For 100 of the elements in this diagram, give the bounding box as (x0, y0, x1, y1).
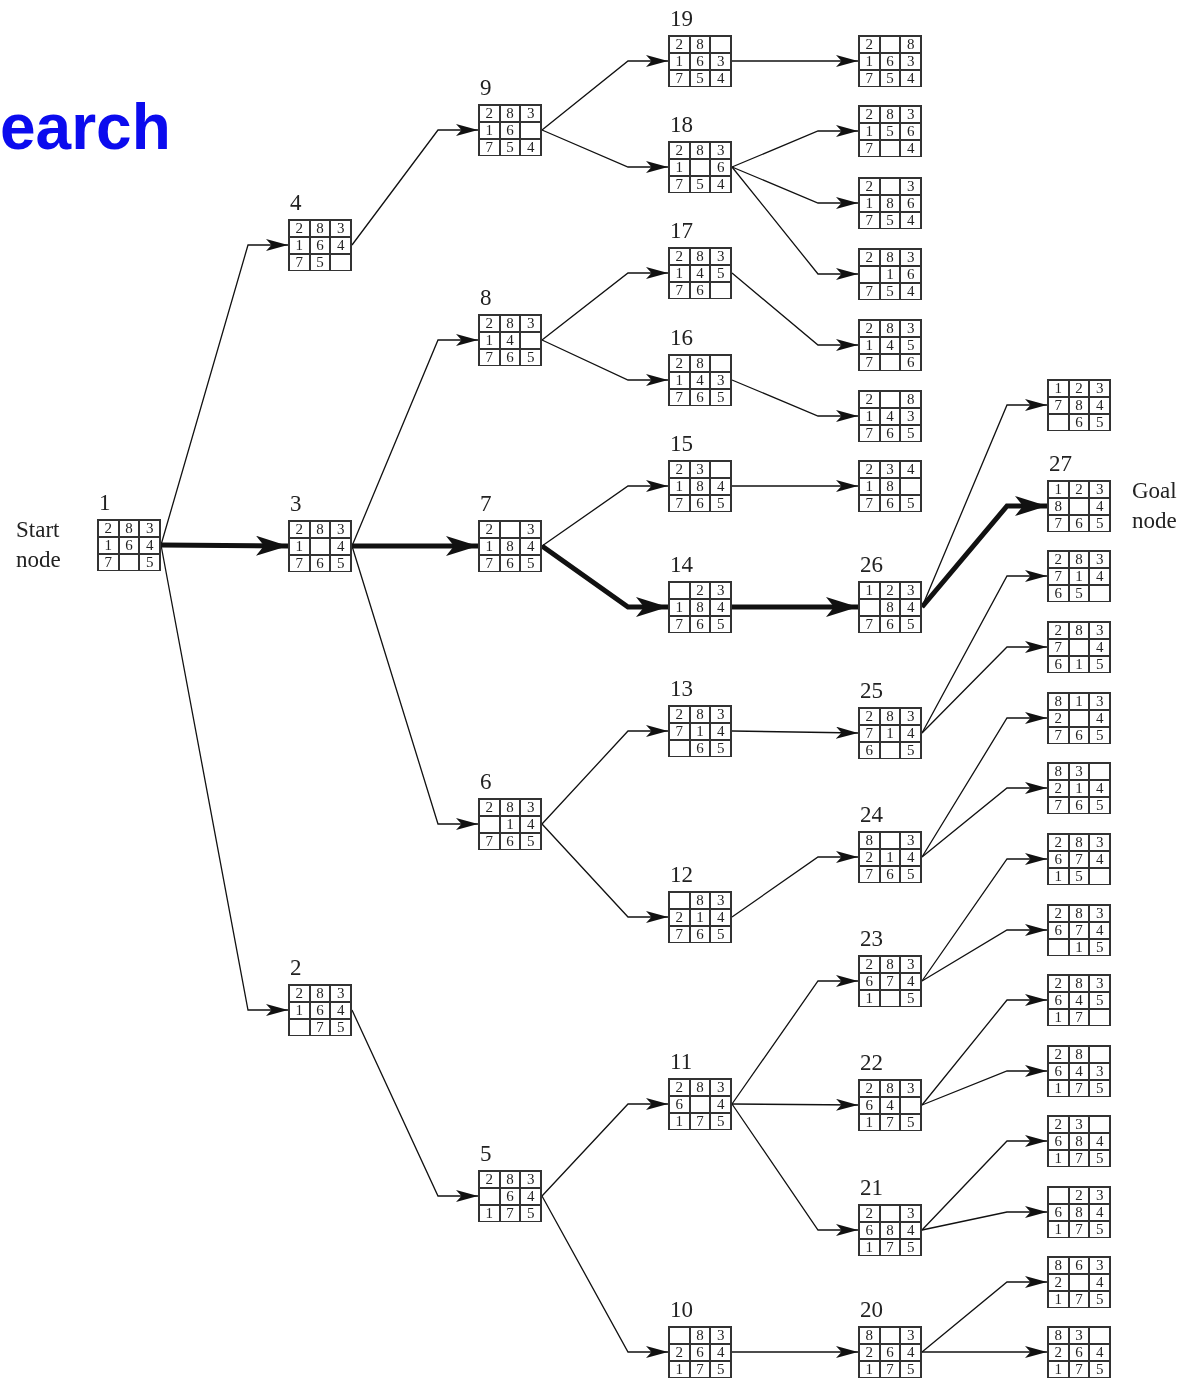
puzzle-tile: 7 (859, 283, 880, 300)
puzzle-tile: 3 (900, 832, 921, 849)
puzzle-tile: 5 (1089, 414, 1110, 431)
puzzle-tile: 7 (1068, 1150, 1090, 1167)
puzzle-tile: 5 (1068, 868, 1090, 885)
arrow (921, 712, 1048, 858)
puzzle-tile: 4 (330, 1002, 351, 1019)
puzzle-tile: 8 (499, 538, 521, 555)
node-number: 23 (860, 926, 883, 952)
empty-tile (1048, 414, 1069, 431)
arrow (541, 129, 669, 173)
puzzle-tile: 7 (689, 1361, 711, 1378)
puzzle-tile: 7 (879, 1114, 901, 1131)
puzzle-tile: 2 (859, 106, 880, 123)
arrow (731, 975, 859, 1105)
node-number: 6 (480, 769, 492, 795)
empty-tile (879, 354, 901, 371)
puzzle-tile: 3 (330, 220, 351, 237)
empty-tile (520, 332, 541, 349)
puzzle-tile: 4 (900, 599, 921, 616)
arrow (921, 924, 1048, 982)
puzzle-tile: 2 (1048, 834, 1069, 851)
empty-tile (689, 159, 711, 176)
puzzle-tile: 1 (859, 1114, 880, 1131)
puzzle-tile: 8 (1068, 1204, 1090, 1221)
puzzle-tile: 2 (1048, 975, 1069, 992)
arrow (731, 379, 859, 422)
puzzle-tile: 7 (309, 1019, 331, 1036)
puzzle-tile: 2 (669, 36, 690, 53)
puzzle-tile: 4 (710, 176, 731, 193)
puzzle-tile: 4 (900, 70, 921, 87)
puzzle-tile: 4 (1089, 639, 1110, 656)
puzzle-tile: 3 (710, 1079, 731, 1096)
puzzle-tile: 8 (689, 478, 711, 495)
puzzle-tile: 2 (859, 956, 880, 973)
puzzle-tile: 5 (1089, 656, 1110, 673)
puzzle-tile: 4 (330, 237, 351, 254)
puzzle-board (1047, 1186, 1111, 1238)
puzzle-tile: 1 (1048, 868, 1069, 885)
node-caption: Start node (16, 516, 62, 574)
puzzle-tile: 7 (669, 389, 690, 406)
puzzle-tile: 1 (669, 478, 690, 495)
puzzle-tile: 1 (1048, 1291, 1069, 1308)
puzzle-tile: 8 (499, 799, 521, 816)
puzzle-tile: 8 (879, 1080, 901, 1097)
puzzle-tile: 7 (669, 495, 690, 512)
puzzle-tile: 6 (1048, 585, 1069, 602)
puzzle-tile: 8 (879, 956, 901, 973)
puzzle-tile: 8 (879, 195, 901, 212)
puzzle-tile: 6 (689, 616, 711, 633)
arrow (731, 166, 859, 280)
puzzle-tile: 5 (710, 740, 731, 757)
puzzle-tile: 2 (1068, 481, 1090, 498)
puzzle-tile: 8 (689, 248, 711, 265)
puzzle-tile: 1 (859, 123, 880, 140)
empty-tile (669, 582, 690, 599)
puzzle-tile: 1 (479, 122, 500, 139)
puzzle-tile: 7 (1048, 515, 1069, 532)
arrow (541, 55, 669, 131)
arrow (920, 496, 1047, 609)
puzzle-tile: 3 (139, 520, 160, 537)
puzzle-tile: 3 (520, 105, 541, 122)
puzzle-tile: 4 (1089, 1344, 1110, 1361)
puzzle-tile: 7 (1068, 1291, 1090, 1308)
puzzle-tile: 8 (879, 478, 901, 495)
puzzle-tile: 8 (1048, 693, 1069, 710)
puzzle-tile: 3 (1068, 1327, 1090, 1344)
puzzle-tile: 3 (1089, 834, 1110, 851)
puzzle-tile: 7 (879, 973, 901, 990)
puzzle-tile: 5 (879, 283, 901, 300)
puzzle-tile: 1 (859, 408, 880, 425)
puzzle-tile: 5 (1089, 1221, 1110, 1238)
puzzle-tile: 3 (710, 706, 731, 723)
arrow (541, 725, 669, 825)
puzzle-tile: 8 (1068, 975, 1090, 992)
puzzle-tile: 8 (689, 142, 711, 159)
puzzle-tile: 8 (900, 36, 921, 53)
puzzle-tile: 3 (900, 53, 921, 70)
node-number: 26 (860, 552, 883, 578)
empty-tile (669, 740, 690, 757)
puzzle-tile: 1 (669, 372, 690, 389)
empty-tile (309, 538, 331, 555)
puzzle-tile: 7 (499, 1205, 521, 1222)
puzzle-tile: 7 (859, 425, 880, 442)
puzzle-tile: 2 (859, 320, 880, 337)
puzzle-tile: 1 (98, 537, 119, 554)
empty-tile (1089, 763, 1110, 780)
puzzle-tile: 7 (479, 555, 500, 572)
puzzle-tile: 8 (118, 520, 140, 537)
puzzle-tile: 1 (669, 53, 690, 70)
puzzle-tile: 6 (689, 389, 711, 406)
arrow (921, 994, 1048, 1106)
puzzle-tile: 1 (289, 237, 310, 254)
puzzle-tile: 5 (1068, 585, 1090, 602)
puzzle-tile: 1 (479, 538, 500, 555)
node-number: 18 (670, 112, 693, 138)
puzzle-tile: 8 (1068, 834, 1090, 851)
puzzle-tile: 1 (1068, 780, 1090, 797)
puzzle-tile: 8 (1048, 1257, 1069, 1274)
puzzle-tile: 6 (859, 1222, 880, 1239)
